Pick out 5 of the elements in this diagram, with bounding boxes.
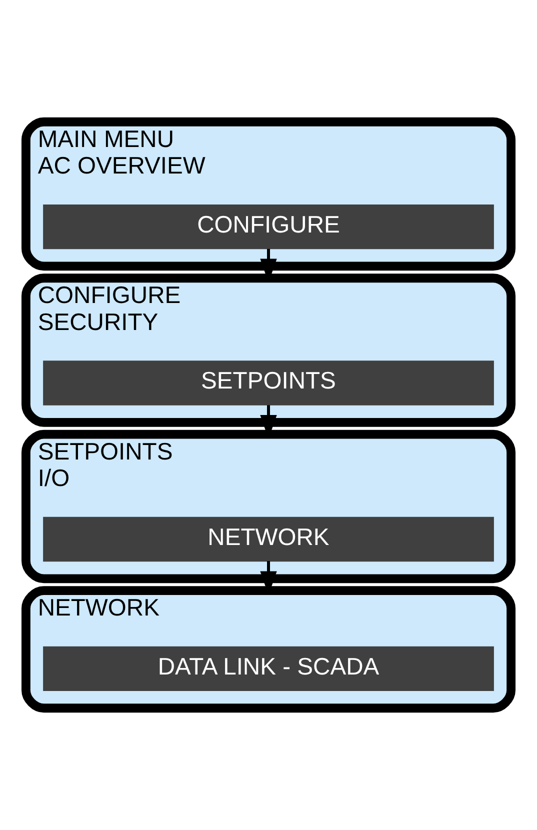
node-box: CONFIGURE <box>43 204 494 250</box>
node-box: NETWORK <box>43 516 494 562</box>
node-box: SETPOINTS <box>43 360 494 406</box>
arrow <box>260 405 277 439</box>
node-box: DATA LINK - SCADA <box>43 646 494 692</box>
